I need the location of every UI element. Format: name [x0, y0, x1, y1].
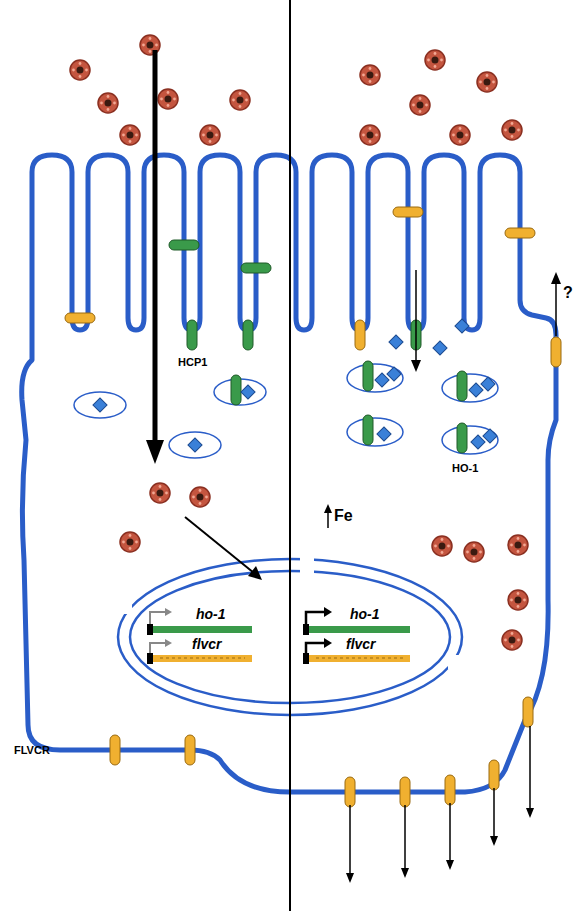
divider-line [289, 0, 291, 911]
heme-molecules [70, 35, 528, 650]
gene-label: flvcr [346, 637, 376, 652]
transporter-label: FLVCR [14, 744, 50, 756]
transporters [65, 207, 561, 807]
arrows [146, 50, 561, 883]
gene-label: ho-1 [350, 607, 380, 622]
gene-flvcr-right [303, 638, 410, 664]
cell-membrane [22, 155, 556, 792]
transporter-label: HCP1 [178, 356, 207, 368]
gene-ho-1-left [147, 608, 252, 635]
iron-label: Fe [334, 507, 353, 525]
question-mark: ? [563, 284, 573, 302]
gene-label: ho-1 [196, 607, 226, 622]
gene-label: flvcr [192, 637, 222, 652]
gene-ho-1-right [303, 607, 410, 635]
enzyme-label: HO-1 [452, 462, 478, 474]
